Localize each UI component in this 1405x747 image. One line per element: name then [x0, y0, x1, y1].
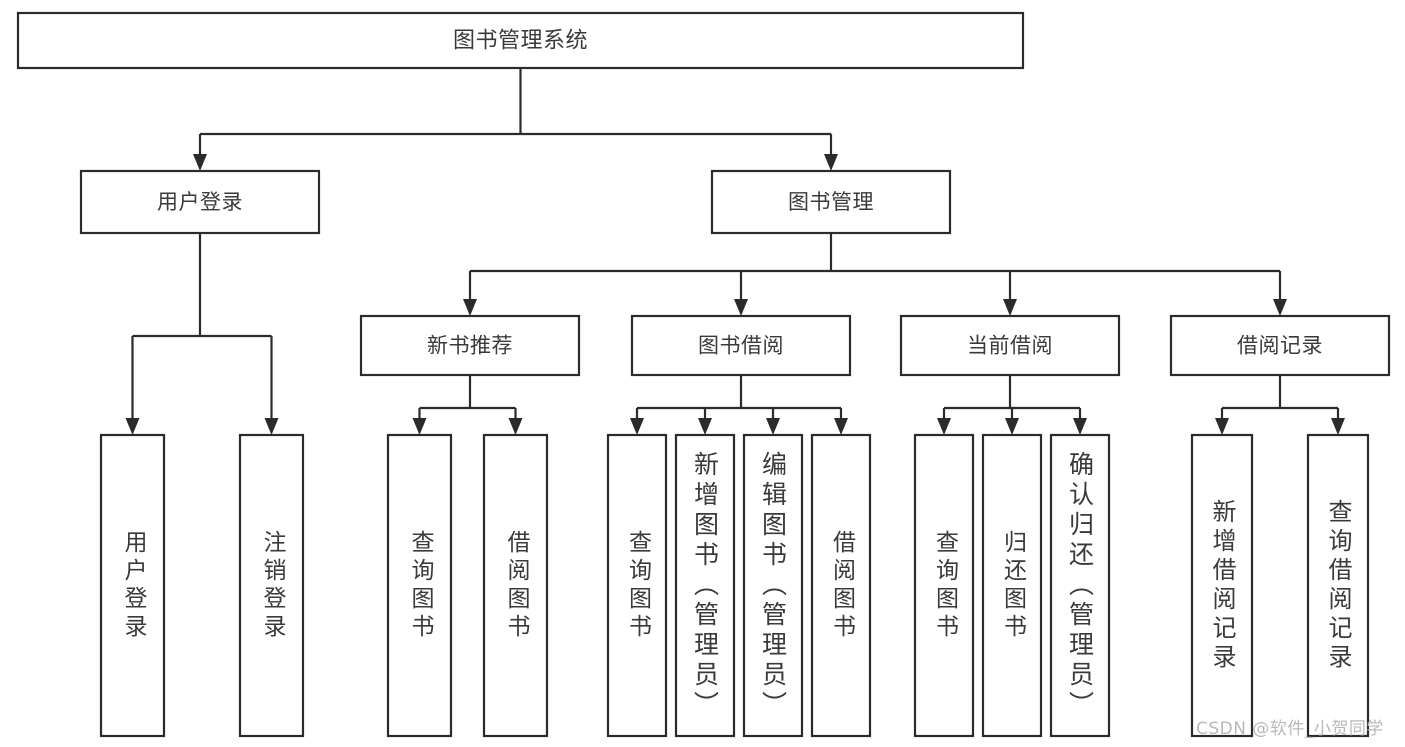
node-box — [630, 314, 852, 377]
arrowhead-leaf-query-book-3 — [937, 418, 951, 435]
node-leaf-add-book[interactable] — [674, 433, 736, 738]
node-leaf-return-book[interactable] — [981, 433, 1043, 738]
node-box — [710, 169, 952, 235]
node-leaf-logout[interactable] — [238, 433, 305, 738]
node-leaf-query-book-1[interactable] — [386, 433, 453, 738]
arrowhead-current-borrow — [1003, 299, 1017, 316]
node-box — [674, 433, 736, 738]
arrowhead-leaf-user-login — [125, 418, 140, 435]
node-borrow-record[interactable]: 借阅记录 — [1169, 314, 1391, 377]
node-box — [238, 433, 305, 738]
node-leaf-edit-book[interactable] — [742, 433, 804, 738]
arrowhead-leaf-add-book — [698, 418, 712, 435]
node-leaf-query-book-3[interactable] — [913, 433, 975, 738]
node-label: 图书管理系统 — [453, 29, 588, 54]
arrowhead-leaf-add-record — [1215, 418, 1229, 435]
arrowhead-leaf-query-record — [1331, 418, 1345, 435]
arrowhead-user-login — [193, 154, 207, 171]
node-leaf-user-login[interactable] — [99, 433, 166, 738]
arrowhead-borrow-record — [1273, 299, 1287, 316]
node-box — [1049, 433, 1111, 738]
arrowhead-leaf-query-book-2 — [630, 418, 644, 435]
arrowhead-book-borrow — [734, 299, 748, 316]
node-user-login[interactable]: 用户登录 — [79, 169, 321, 235]
node-box — [742, 433, 804, 738]
node-label: 图书管理 — [788, 190, 874, 214]
node-box — [1306, 433, 1370, 738]
arrowhead-leaf-logout — [264, 418, 279, 435]
node-label: 当前借阅 — [967, 334, 1053, 358]
watermark-text: CSDN @软件_小贺同学 — [1196, 719, 1384, 739]
node-leaf-add-record[interactable] — [1190, 433, 1254, 738]
node-new-book-recommend[interactable]: 新书推荐 — [359, 314, 581, 377]
node-box — [79, 169, 321, 235]
arrowhead-leaf-borrow-book-1 — [508, 418, 523, 435]
node-box — [1169, 314, 1391, 377]
node-box — [99, 433, 166, 738]
node-current-borrow[interactable]: 当前借阅 — [899, 314, 1121, 377]
arrowhead-leaf-query-book-1 — [412, 418, 427, 435]
arrowhead-leaf-borrow-book-2 — [834, 418, 848, 435]
node-box — [981, 433, 1043, 738]
connector-layer — [125, 68, 1345, 435]
arrowhead-leaf-edit-book — [766, 418, 780, 435]
node-root[interactable]: 图书管理系统 — [16, 11, 1025, 70]
node-box — [810, 433, 872, 738]
arrowhead-leaf-return-book — [1005, 418, 1019, 435]
node-leaf-borrow-book-2[interactable] — [810, 433, 872, 738]
node-leaf-query-book-2[interactable] — [606, 433, 668, 738]
node-label: 图书借阅 — [698, 334, 784, 358]
node-box — [913, 433, 975, 738]
node-label: 新书推荐 — [427, 334, 513, 358]
arrowhead-new-book-recommend — [463, 299, 477, 316]
node-box — [606, 433, 668, 738]
arrowhead-book-manage — [824, 154, 838, 171]
node-label: 借阅记录 — [1237, 334, 1323, 358]
node-book-manage[interactable]: 图书管理 — [710, 169, 952, 235]
node-leaf-confirm-return[interactable] — [1049, 433, 1111, 738]
node-box — [482, 433, 549, 738]
node-label: 用户登录 — [157, 190, 243, 214]
node-box — [899, 314, 1121, 377]
node-box — [359, 314, 581, 377]
node-box — [1190, 433, 1254, 738]
arrowhead-leaf-confirm-return — [1073, 418, 1087, 435]
node-leaf-query-record[interactable] — [1306, 433, 1370, 738]
node-box — [386, 433, 453, 738]
node-leaf-borrow-book-1[interactable] — [482, 433, 549, 738]
node-book-borrow[interactable]: 图书借阅 — [630, 314, 852, 377]
node-box — [16, 11, 1025, 70]
